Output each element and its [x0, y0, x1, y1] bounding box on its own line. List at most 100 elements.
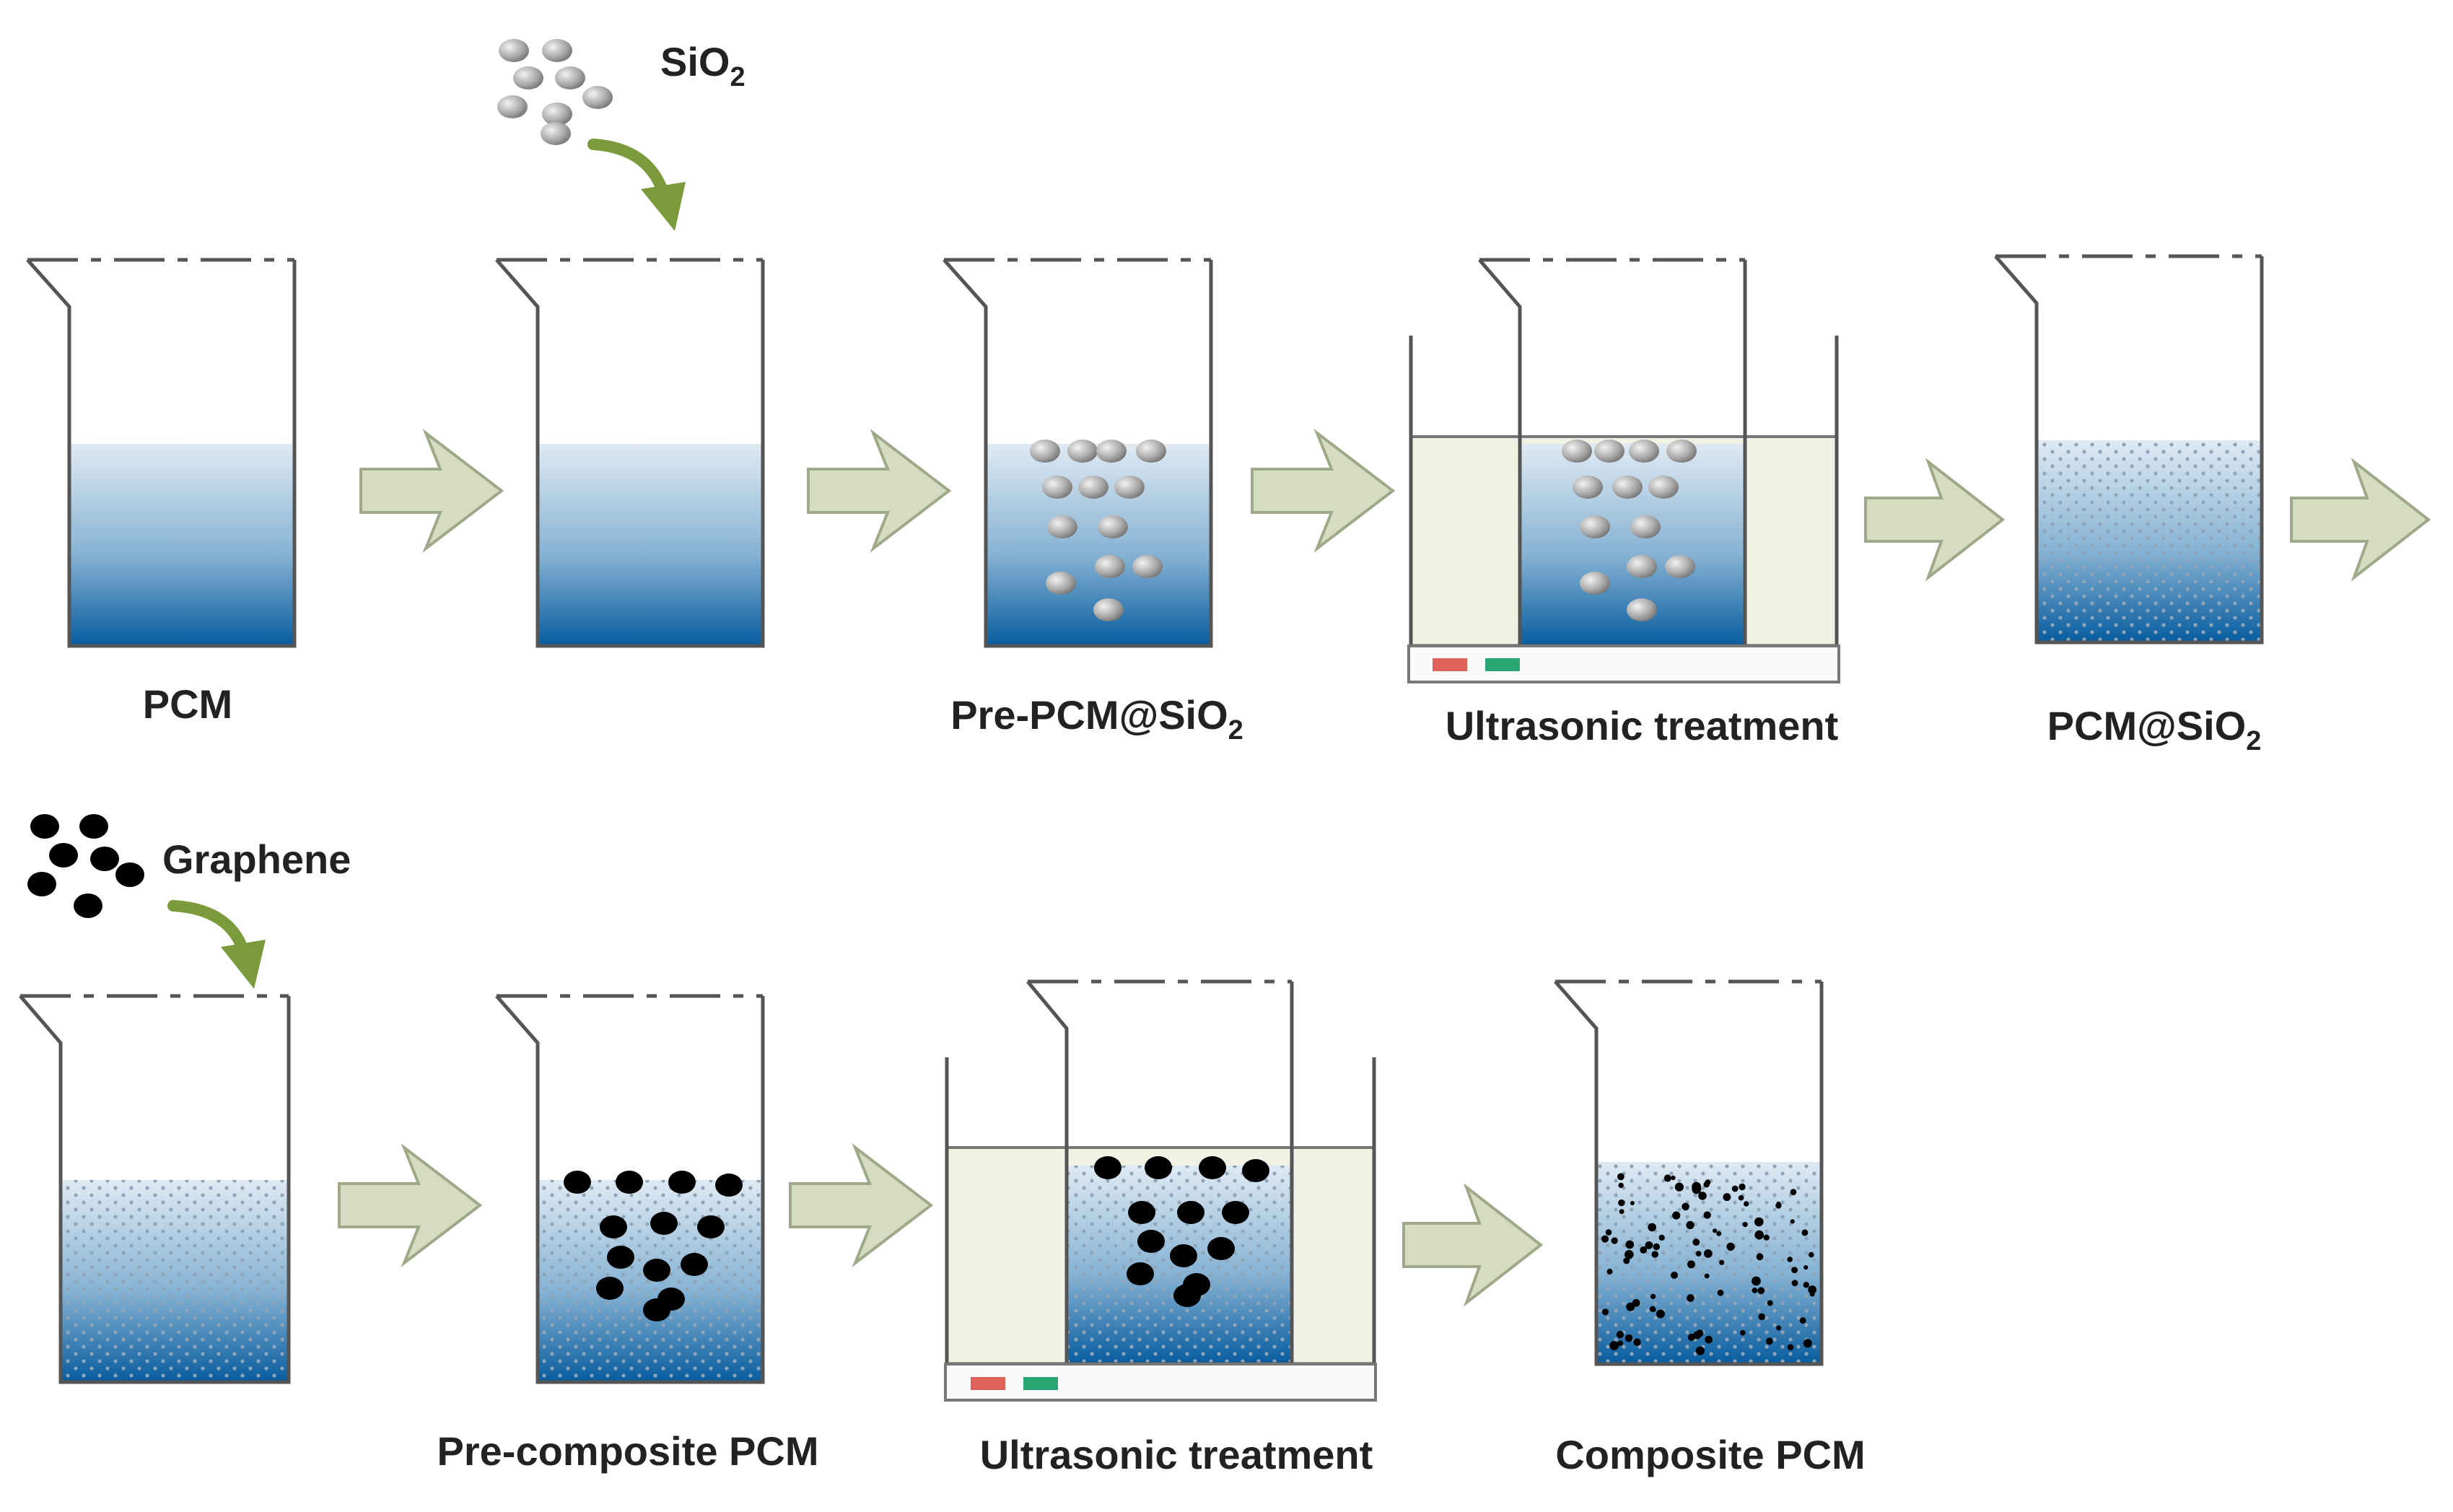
graphene-speck — [1758, 1313, 1765, 1321]
graphene-speck — [1650, 1293, 1656, 1299]
graphene-speck — [1611, 1237, 1618, 1244]
graphene-speck — [1623, 1257, 1630, 1264]
graphene-dispersed-particles — [1601, 1173, 1817, 1355]
graphene-speck — [1648, 1242, 1653, 1247]
beaker-composite-pcm — [1554, 979, 1824, 1366]
process-arrow — [1402, 1183, 1544, 1307]
sio2-particles — [497, 39, 613, 145]
graphene-speck — [1698, 1192, 1707, 1200]
ultrasonic-bath-2 — [944, 979, 1377, 1402]
graphene-particles — [27, 814, 144, 918]
beaker-pcm-plain — [495, 258, 765, 648]
graphene-speck — [1653, 1243, 1660, 1251]
graphene-speck — [1671, 1271, 1678, 1279]
graphene-speck — [1744, 1201, 1749, 1207]
graphene-speck — [1674, 1182, 1684, 1192]
graphene-speck — [1716, 1231, 1722, 1236]
graphene-speck — [1695, 1251, 1702, 1257]
graphene-speck — [1803, 1339, 1812, 1348]
graphene-speck — [1719, 1259, 1725, 1265]
graphene-speck — [1808, 1285, 1817, 1294]
graphene-speck — [1672, 1211, 1681, 1220]
graphene-speck — [1767, 1300, 1773, 1306]
graphene-speck — [1633, 1338, 1641, 1346]
graphene-speck — [1752, 1276, 1761, 1286]
add-arrow — [167, 900, 266, 989]
graphene-speck — [1803, 1282, 1809, 1288]
graphene-speck — [1754, 1230, 1764, 1240]
beaker-pcm-sio2 — [1994, 254, 2264, 644]
graphene-speck — [1630, 1201, 1635, 1205]
graphene-speck — [1775, 1202, 1782, 1209]
label-pcm-sio2: PCM@SiO2 — [2047, 703, 2262, 756]
graphene-speck — [1790, 1219, 1795, 1224]
green-indicator — [1023, 1377, 1058, 1390]
label-ultrasonic-treatment-2: Ultrasonic treatment — [980, 1432, 1373, 1477]
label-pre-pcm-sio2: Pre-PCM@SiO2 — [950, 692, 1243, 746]
graphene-speck — [1601, 1235, 1609, 1243]
graphene-speck — [1787, 1257, 1793, 1262]
graphene-speck — [1713, 1228, 1718, 1233]
graphene-speck — [1809, 1291, 1815, 1297]
graphene-speck — [1648, 1223, 1656, 1232]
graphene-speck — [1766, 1337, 1773, 1345]
graphene-speck — [1717, 1289, 1724, 1296]
graphene-speck — [1740, 1329, 1746, 1336]
graphene-speck — [1703, 1211, 1711, 1219]
graphene-speck — [1682, 1202, 1689, 1211]
graphene-speck — [1763, 1234, 1770, 1241]
graphene-speck — [1739, 1183, 1746, 1191]
graphene-speck — [1754, 1217, 1764, 1227]
graphene-speck — [1703, 1181, 1710, 1188]
graphene-speck — [1640, 1246, 1648, 1254]
graphene-speck — [1625, 1240, 1635, 1249]
graphene-speck — [1693, 1331, 1702, 1340]
graphene-speck — [1787, 1344, 1794, 1350]
label-pre-composite-pcm: Pre-composite PCM — [437, 1428, 819, 1474]
process-arrow — [789, 1143, 934, 1267]
graphene-speck — [1609, 1341, 1619, 1350]
graphene-speck — [1809, 1251, 1814, 1258]
process-arrow — [807, 429, 952, 553]
graphene-speck — [1601, 1308, 1609, 1316]
graphene-speck — [1663, 1174, 1671, 1182]
graphene-speck — [1649, 1306, 1656, 1312]
graphene-speck — [1651, 1251, 1658, 1258]
graphene-speck — [1801, 1229, 1809, 1236]
process-arrow — [338, 1143, 483, 1267]
graphene-particles — [1094, 1156, 1269, 1307]
graphene-speck — [1695, 1346, 1705, 1355]
graphene-speck — [1799, 1317, 1806, 1324]
beaker-pre-pcm-sio2 — [943, 258, 1213, 648]
graphene-speck — [1626, 1302, 1635, 1311]
graphene-speck — [1692, 1238, 1700, 1246]
red-indicator — [1433, 658, 1467, 671]
graphene-speck — [1692, 1181, 1702, 1192]
graphene-speck — [1752, 1288, 1758, 1293]
graphene-speck — [1738, 1194, 1744, 1201]
process-arrow — [359, 429, 504, 553]
beaker-pre-composite-pcm — [495, 994, 765, 1384]
label-pcm: PCM — [143, 681, 232, 727]
graphene-speck — [1705, 1335, 1713, 1344]
graphene-speck — [1606, 1268, 1613, 1275]
graphene-speck — [1658, 1234, 1665, 1241]
label-graphene: Graphene — [162, 836, 351, 882]
graphene-speck — [1723, 1193, 1731, 1202]
process-arrow — [2290, 458, 2431, 582]
process-arrow — [1251, 429, 1396, 553]
graphene-speck — [1726, 1242, 1735, 1251]
beaker-pcm-sio2-2 — [19, 994, 291, 1384]
graphene-speck — [1757, 1287, 1765, 1295]
graphene-speck — [1731, 1185, 1739, 1192]
graphene-speck — [1703, 1249, 1713, 1258]
red-indicator — [971, 1377, 1005, 1390]
sio2-particles — [1562, 440, 1697, 621]
graphene-speck — [1671, 1175, 1676, 1181]
graphene-speck — [1687, 1294, 1695, 1302]
sio2-particles — [1030, 440, 1166, 621]
graphene-speck — [1791, 1267, 1798, 1274]
graphene-speck — [1687, 1260, 1695, 1269]
graphene-speck — [1617, 1340, 1624, 1346]
